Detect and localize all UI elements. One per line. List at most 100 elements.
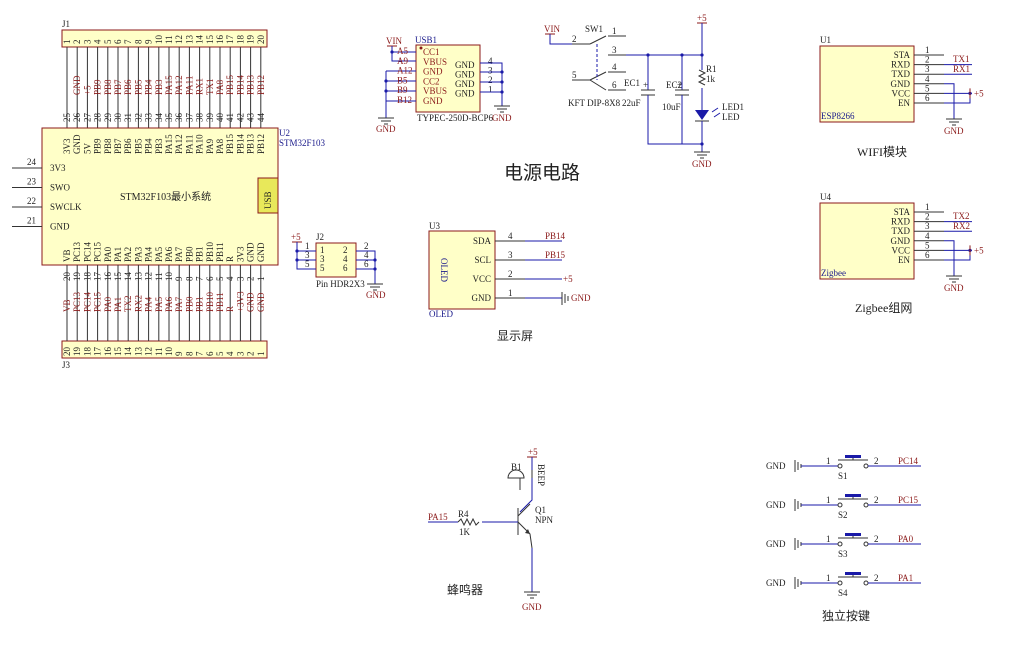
u2-top-pin-name: PA15	[164, 134, 174, 154]
u2-top-pin-number: 33	[144, 113, 154, 123]
u2-bottom-pin-name: PA0	[103, 246, 113, 262]
j1-pin-number: 13	[184, 35, 194, 45]
u2-bottom-pin-name: PA1	[113, 247, 123, 262]
module-net-label: TX1	[953, 54, 970, 64]
power-junction-3	[700, 53, 704, 57]
power-junction-4	[700, 142, 704, 146]
oled-ref: U3	[429, 221, 440, 231]
power-junction-2	[680, 53, 684, 57]
j1-leads	[66, 47, 262, 128]
usb1-body	[415, 44, 481, 113]
u2-top-pin-number: 44	[256, 113, 266, 123]
usb1-right-pin-name: GND	[455, 60, 475, 70]
usb1-ref: USB1	[415, 35, 437, 45]
key-net-label: PC15	[898, 495, 919, 505]
usb1-right-pin-number: 1	[488, 85, 493, 95]
j1-pin-number: 7	[123, 39, 133, 44]
oled-pin-number: 2	[508, 269, 513, 279]
key-contact-left	[837, 580, 843, 586]
ec2-val: 10uF	[662, 102, 681, 112]
r1-ref: R1	[706, 64, 717, 74]
module-plus5-label: +5	[974, 245, 984, 255]
key-cap	[845, 572, 861, 575]
key-ref: S1	[838, 471, 848, 481]
j3-pin-number: 18	[82, 347, 92, 357]
key-pin-1: 1	[826, 495, 831, 505]
r1-resistor	[697, 69, 707, 86]
j2-junction-1	[295, 249, 299, 253]
u2-left-pin-name: SWCLK	[50, 202, 82, 212]
u2-body	[41, 127, 279, 266]
power-gnd-symbol	[694, 151, 710, 159]
j3-pin-number: 2	[246, 352, 256, 357]
ec2-plus: +	[677, 80, 682, 90]
j3-net-label: TX2	[123, 296, 133, 313]
zigbee-part: Zigbee	[821, 268, 846, 278]
key-gnd-label: GND	[766, 500, 786, 510]
j2-junction-3	[373, 258, 377, 262]
usb1-left-pin-name: VBUS	[423, 57, 447, 67]
u2-top-pin-name: PB6	[123, 138, 133, 154]
usb-port-label: USB	[263, 191, 273, 209]
u2-top-pin-number: 41	[225, 113, 235, 122]
u2-top-pin-name: 5V	[82, 143, 92, 155]
j3-pin-number: 4	[225, 351, 235, 356]
u2-bottom-pin-name: PB0	[184, 246, 194, 262]
j1-net-label: PB15	[225, 74, 235, 95]
u2-top-pin-name: PB4	[144, 138, 154, 154]
oled-net-label: PB14	[545, 231, 566, 241]
j1-pin-number: 6	[113, 39, 123, 44]
u2-top-pin-name: PB15	[225, 133, 235, 154]
usb1-junction-3	[384, 89, 388, 93]
j3-pin-number: 1	[256, 352, 266, 357]
module-pin-name: EN	[898, 255, 910, 265]
module-power-wire	[944, 240, 972, 276]
j1-pin-number: 2	[72, 40, 82, 45]
key-pin-1: 1	[826, 534, 831, 544]
j1-pin-number: 1	[62, 40, 72, 45]
key-ref: S2	[838, 510, 848, 520]
module-pin-number: 3	[925, 221, 930, 231]
u2-bottom-pin-name: PA4	[144, 246, 154, 262]
u2-top-pin-number: 27	[82, 113, 92, 123]
usb1-right-pin-number: 2	[488, 75, 493, 85]
ec1-plus: +	[643, 80, 648, 90]
usb1-left-pin-number: A5	[397, 46, 408, 56]
j2-header[interactable]: J2 Pin HDR2X3 +5 GND 1 3 5 2 4 6 1 3 5 2…	[291, 232, 386, 300]
power-circuit[interactable]: SW1 VIN 2 1 3 4 5 6 KFT DIP-8X8 +5 + EC1…	[504, 13, 744, 184]
j3-pin-number: 16	[103, 347, 113, 357]
j3-pin-number: 19	[72, 347, 82, 357]
j3-net-label: PA6	[164, 296, 174, 312]
u2-bottom-pin-name: PA3	[133, 246, 143, 262]
u2-top-pin-number: 42	[235, 113, 245, 122]
j3-pin-number: 13	[133, 347, 143, 357]
led1-light-rays	[711, 107, 721, 118]
u2-top-pin-number: 43	[246, 113, 256, 123]
oled-pin-name: VCC	[472, 274, 491, 284]
module-gnd-label: GND	[944, 126, 964, 136]
ec2-ref: EC2	[666, 80, 682, 90]
j1-pin-number: 18	[235, 35, 245, 45]
u2-top-pin-name: PB12	[256, 134, 266, 154]
module-gnd-symbol	[946, 275, 962, 283]
j2-gnd-label: GND	[366, 290, 386, 300]
module-pin-name: STA	[894, 50, 911, 60]
r1-val: 1k	[706, 74, 716, 84]
buzzer-circuit[interactable]: +5 B1 BEEP Q1 NPN R4 1K PA15 GND 蜂鸣器	[428, 447, 554, 612]
